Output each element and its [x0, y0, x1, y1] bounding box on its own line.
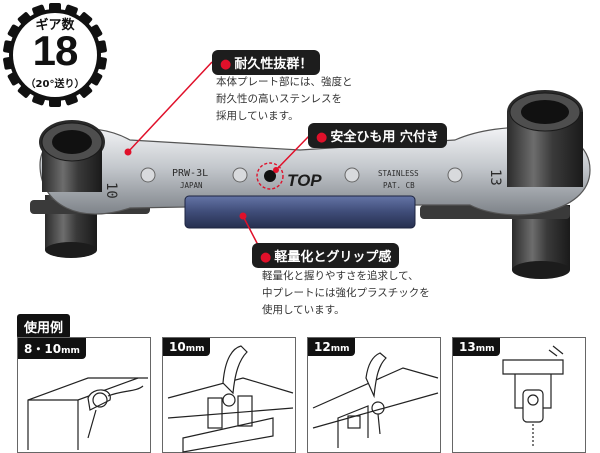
strap-hole-title: 安全ひも用 穴付き [330, 130, 439, 145]
strap-hole-callout: ●安全ひも用 穴付き [308, 123, 447, 148]
durability-callout: ●耐久性抜群！ [212, 50, 321, 75]
description-line: 耐久性の高いステンレスを [216, 93, 342, 105]
badge-title: ギア数 [35, 18, 75, 33]
usage-panel: 10mm [162, 337, 296, 453]
usage-size: 8・10 [24, 342, 62, 356]
callout-dot: ● [316, 130, 328, 145]
badge-subtitle: （20°送り） [25, 79, 85, 90]
gear-badge-icon [3, 3, 107, 107]
brand-logo: TOP [287, 171, 322, 190]
usage-illustration-13 [502, 345, 564, 448]
stainless-plate [39, 126, 591, 216]
durability-title: 耐久性抜群！ [234, 57, 313, 72]
usage-size-tag: 12mm [308, 338, 356, 356]
material-engraving: STAINLESS [378, 169, 419, 178]
patent-engraving: PAT. CB [383, 181, 415, 190]
usage-unit: mm [475, 344, 495, 354]
blue-grip [184, 195, 416, 229]
grip-callout: ●軽量化とグリップ感 [252, 243, 400, 268]
callout-dot: ● [260, 250, 272, 265]
description-line: 中プレートには強化プラスチックを [262, 287, 430, 299]
usage-panel: 12mm [307, 337, 441, 453]
durability-description: 本体プレート部には、強度と 耐久性の高いステンレスを 採用しています。 [216, 74, 353, 125]
usage-size-tag: 8・10mm [18, 338, 86, 359]
usage-size-tag: 10mm [163, 338, 211, 356]
usage-heading: 使用例 [17, 314, 71, 339]
usage-illustration-12 [312, 352, 439, 448]
usage-unit: mm [61, 346, 80, 356]
origin-engraving: JAPAN [180, 181, 203, 190]
ratchet-wrench-illustration: 10 PRW-3L JAPAN STAINLESS PAT. CB 13 TOP [30, 61, 591, 279]
gear-count-badge: ギア数 18 （20°送り） [3, 3, 107, 107]
description-line: 軽量化と握りやすさを追求して、 [262, 270, 419, 282]
strap-hole [264, 170, 276, 182]
usage-illustration-8-10 [27, 377, 148, 450]
usage-size: 10 [169, 340, 186, 354]
usage-size: 12 [314, 340, 331, 354]
description-line: 本体プレート部には、強度と [216, 76, 353, 88]
grip-description: 軽量化と握りやすさを追求して、 中プレートには強化プラスチックを 使用しています… [262, 268, 430, 319]
description-line: 採用しています。 [216, 110, 299, 122]
description-line: 使用しています。 [262, 304, 345, 316]
usage-size-tag: 13mm [453, 338, 501, 356]
callout-dot: ● [220, 57, 232, 72]
right-size-engraving: 13 [487, 169, 503, 186]
usage-panel: 13mm [452, 337, 586, 453]
left-size-engraving: 10 [103, 182, 119, 199]
gear-count-number: 18 [32, 27, 79, 74]
usage-panel: 8・10mm [17, 337, 151, 453]
usage-size: 13 [459, 340, 476, 354]
model-engraving: PRW-3L [172, 168, 208, 179]
usage-unit: mm [330, 344, 350, 354]
usage-illustration-10 [167, 345, 294, 453]
grip-title: 軽量化とグリップ感 [274, 250, 392, 265]
usage-unit: mm [185, 344, 205, 354]
